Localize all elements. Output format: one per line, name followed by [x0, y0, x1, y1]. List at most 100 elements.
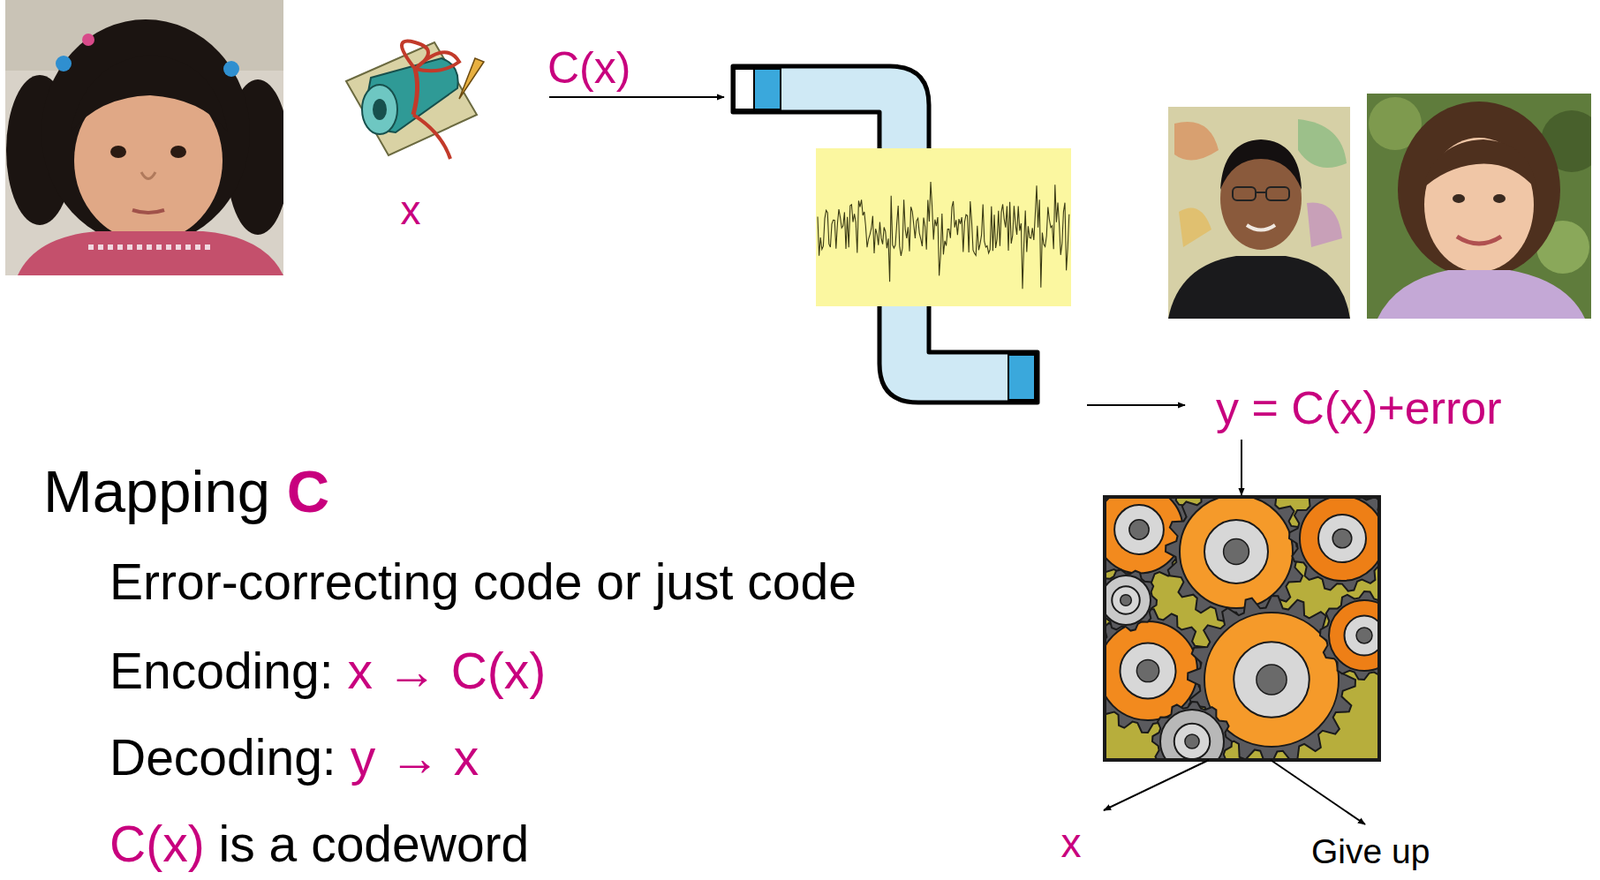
- gear-icon: [1114, 505, 1164, 555]
- receiver-photo: [1377, 270, 1585, 319]
- formula-text: x → C(x): [347, 646, 546, 697]
- receiver-photo: [1220, 139, 1302, 190]
- flow-arrow: [549, 97, 1366, 825]
- message-scroll-icon: [459, 58, 484, 99]
- receiver-photo: [1452, 194, 1465, 204]
- gear-icon: [1223, 539, 1250, 566]
- sender-photo: [141, 172, 156, 180]
- gear-icon: [1160, 709, 1224, 761]
- gear-icon: [1328, 600, 1380, 672]
- message-scroll-icon: [401, 41, 460, 72]
- receiver-photo: [1306, 203, 1343, 249]
- gear-icon: [1129, 520, 1149, 540]
- receiver-photo: [1168, 106, 1351, 319]
- channel-input-label: C(x): [547, 45, 631, 91]
- gear-icon: [1104, 569, 1157, 631]
- bullet-text: is a codeword: [218, 819, 530, 870]
- sender-photo: [88, 244, 212, 250]
- receiver-photo: [1397, 101, 1561, 279]
- receiver-photo: [1266, 187, 1290, 201]
- receiver-photo: [1493, 194, 1506, 204]
- message-scroll-icon: [413, 114, 451, 159]
- receiver-photo: [1168, 106, 1351, 319]
- sender-photo: [132, 210, 165, 213]
- receiver-photo: [1174, 121, 1219, 160]
- gear-icon: [1174, 724, 1211, 761]
- decoder-machine: [1084, 475, 1409, 782]
- flow-arrow: [1270, 760, 1366, 825]
- sender-photo: [41, 19, 250, 246]
- receiver-photo: [1168, 256, 1351, 319]
- gear-icon: [1356, 627, 1373, 644]
- gear-icon: [1120, 595, 1133, 607]
- gear-icon: [1233, 641, 1310, 718]
- noise-waveform: [817, 181, 1070, 289]
- message-label: x: [400, 189, 422, 231]
- gear-icon: [1332, 528, 1352, 549]
- heading-symbol: C: [286, 461, 330, 521]
- receiver-photo: [1178, 208, 1212, 249]
- gear-icon: [1344, 616, 1381, 657]
- receiver-photo: [1421, 139, 1537, 190]
- gear-icon: [1111, 586, 1140, 615]
- decoder-machine: [1104, 497, 1380, 761]
- decoded-output-label: x: [1061, 822, 1082, 864]
- gear-icon: [1299, 497, 1380, 582]
- noise-waveform: [815, 148, 1072, 307]
- receiver-photo: [1366, 93, 1592, 319]
- received-word-label: y = C(x)+error: [1215, 384, 1502, 431]
- message-scroll-icon: [362, 84, 398, 135]
- sender-photo: [70, 54, 228, 133]
- sender-photo: [5, 0, 284, 276]
- gear-icon: [1165, 497, 1307, 623]
- gear-icon: [1152, 701, 1232, 761]
- message-scroll-icon: [372, 98, 387, 121]
- channel-pipe: [1008, 354, 1035, 400]
- gear-icon: [1320, 591, 1380, 680]
- gear-icon: [1104, 621, 1198, 721]
- gear-icon: [1104, 497, 1184, 574]
- bullet-text: Encoding:: [109, 646, 334, 697]
- channel-pipe: [734, 68, 755, 110]
- receiver-photo: [1246, 225, 1276, 231]
- gear-icon: [1289, 497, 1380, 592]
- gear-icon: [1320, 591, 1380, 680]
- message-scroll-icon: [346, 41, 484, 159]
- sender-photo: [223, 60, 240, 77]
- receiver-photo: [1232, 187, 1256, 201]
- bullet-text: Error-correcting code or just code: [109, 557, 857, 608]
- sender-photo: [17, 231, 284, 276]
- receiver-photo: [1298, 119, 1347, 168]
- gear-icon: [1179, 497, 1293, 609]
- gear-icon: [1152, 701, 1232, 761]
- heading-text: Mapping: [43, 461, 271, 521]
- bullet-text: Decoding:: [109, 732, 337, 784]
- flow-arrow: [1240, 439, 1243, 496]
- flow-arrow: [549, 96, 725, 99]
- formula-text: y → x: [350, 732, 480, 784]
- gear-icon: [1256, 664, 1287, 695]
- gear-icon: [1184, 734, 1200, 749]
- formula-text: C(x): [109, 819, 205, 870]
- sender-photo: [5, 0, 284, 276]
- gear-icon: [1165, 497, 1307, 623]
- gear-icon: [1104, 575, 1151, 626]
- noise-waveform: [815, 148, 1072, 307]
- sender-photo: [82, 33, 95, 46]
- gear-icon: [1204, 520, 1268, 584]
- receiver-photo: [1255, 191, 1267, 194]
- gear-icon: [1289, 497, 1380, 592]
- channel-pipe: [754, 68, 781, 110]
- receiver-photo: [1456, 236, 1502, 244]
- flow-arrow: [1086, 404, 1185, 407]
- gear-icon: [1136, 659, 1159, 682]
- failure-output-label: Give up: [1311, 834, 1430, 869]
- gear-icon: [1104, 569, 1157, 631]
- message-scroll-icon: [413, 68, 418, 115]
- flow-arrow: [1103, 760, 1209, 811]
- gear-icon: [1120, 643, 1177, 700]
- decoder-machine: [1104, 497, 1380, 761]
- sender-photo: [55, 55, 72, 72]
